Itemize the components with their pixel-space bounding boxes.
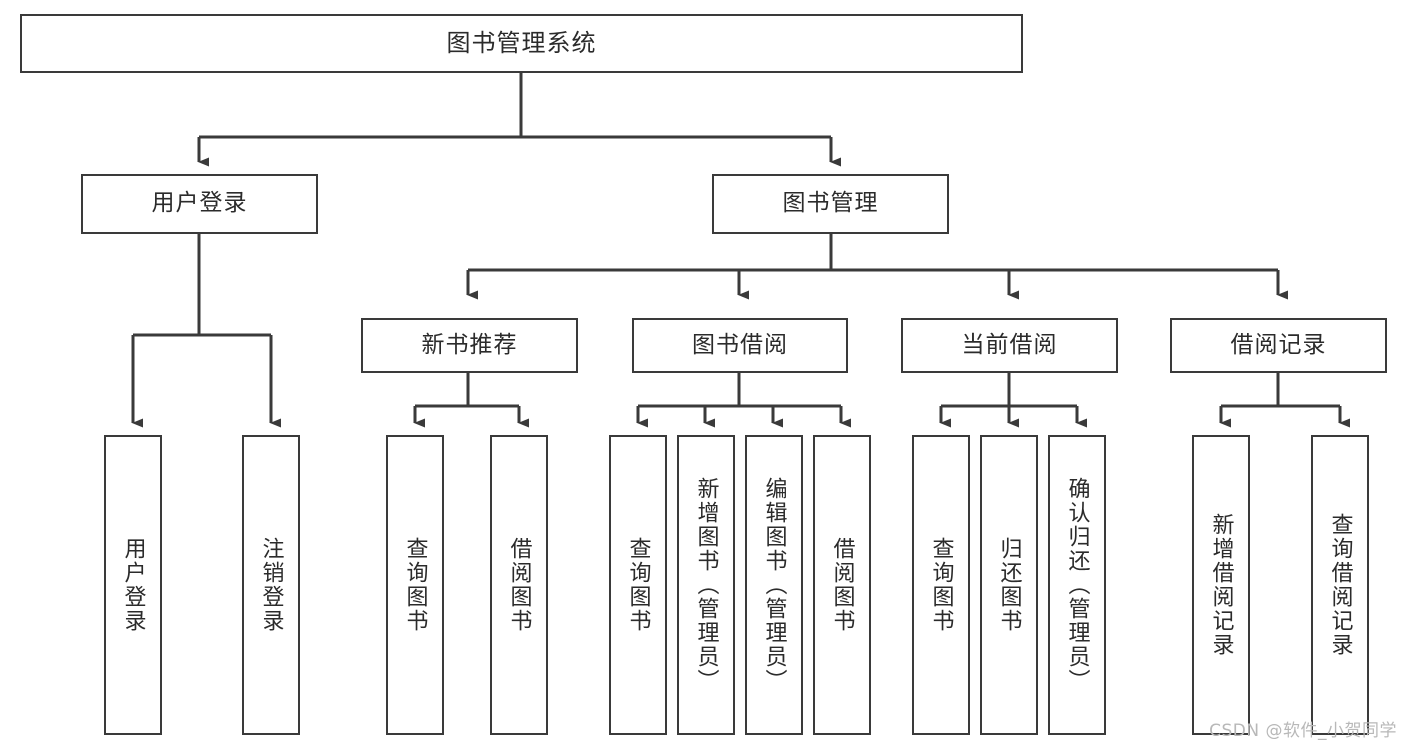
leaf-user-logout[interactable]: 注销登录 — [242, 435, 300, 735]
leaf-current-return-book[interactable]: 归还图书 — [980, 435, 1038, 735]
watermark-text: CSDN @软件_小贺同学 — [1209, 721, 1397, 741]
leaf-borrow-query-book[interactable]: 查询图书 — [609, 435, 667, 735]
leaf-user-login[interactable]: 用户登录 — [104, 435, 162, 735]
node-label: 借阅图书 — [506, 537, 532, 633]
node-user-login[interactable]: 用户登录 — [81, 174, 318, 234]
node-label: 图书管理 — [782, 190, 879, 217]
node-label: 用户登录 — [151, 190, 248, 217]
node-label: 新增图书（管理员） — [693, 477, 719, 693]
node-label: 借阅图书 — [829, 537, 855, 633]
leaf-record-query-borrow-record[interactable]: 查询借阅记录 — [1311, 435, 1369, 735]
leaf-borrow-borrow-book[interactable]: 借阅图书 — [813, 435, 871, 735]
node-label: 查询图书 — [928, 537, 954, 633]
leaf-borrow-edit-book-admin[interactable]: 编辑图书（管理员） — [745, 435, 803, 735]
node-label: 借阅记录 — [1230, 331, 1327, 358]
leaf-newbook-borrow-book[interactable]: 借阅图书 — [490, 435, 548, 735]
node-label: 编辑图书（管理员） — [761, 477, 787, 693]
leaf-current-confirm-return-admin[interactable]: 确认归还（管理员） — [1048, 435, 1106, 735]
node-label: 注销登录 — [258, 537, 284, 633]
node-book-management[interactable]: 图书管理 — [712, 174, 949, 234]
node-root-system[interactable]: 图书管理系统 — [20, 14, 1023, 73]
node-label: 查询借阅记录 — [1327, 513, 1353, 657]
node-label: 用户登录 — [120, 537, 146, 633]
node-label: 图书管理系统 — [446, 29, 597, 58]
leaf-current-query-book[interactable]: 查询图书 — [912, 435, 970, 735]
node-label: 确认归还（管理员） — [1064, 477, 1090, 693]
node-label: 图书借阅 — [692, 331, 788, 358]
leaf-borrow-add-book-admin[interactable]: 新增图书（管理员） — [677, 435, 735, 735]
node-label: 新书推荐 — [421, 331, 518, 358]
node-new-book-recommend[interactable]: 新书推荐 — [361, 318, 578, 373]
node-borrow-record[interactable]: 借阅记录 — [1170, 318, 1387, 373]
node-label: 查询图书 — [402, 537, 428, 633]
node-label: 查询图书 — [625, 537, 651, 633]
leaf-record-add-borrow-record[interactable]: 新增借阅记录 — [1192, 435, 1250, 735]
node-current-borrow[interactable]: 当前借阅 — [901, 318, 1118, 373]
node-label: 当前借阅 — [961, 331, 1058, 358]
node-book-borrow[interactable]: 图书借阅 — [632, 318, 848, 373]
leaf-newbook-query-book[interactable]: 查询图书 — [386, 435, 444, 735]
node-label: 新增借阅记录 — [1208, 513, 1234, 657]
node-label: 归还图书 — [996, 537, 1022, 633]
